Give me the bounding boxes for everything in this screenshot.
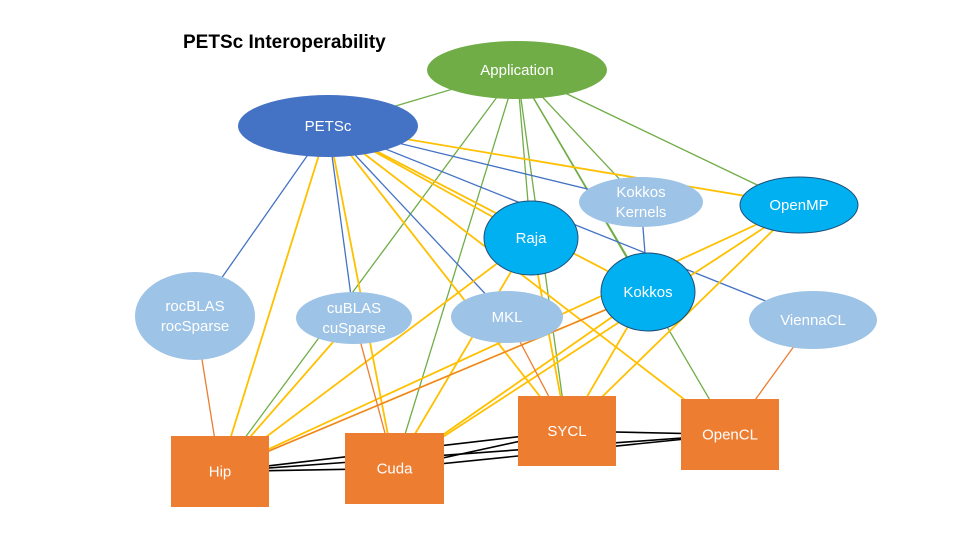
edge-hip-opencl [219,433,731,473]
node-kokkos-kernels-label: Kernels [616,204,667,221]
edge-petsc-mkl [327,125,508,318]
node-cublas-shape [296,292,412,344]
node-mkl: MKL [451,291,563,343]
node-openmp-label: OpenMP [769,197,828,214]
edge-petsc-hip [219,125,329,472]
node-application-label: Application [480,62,553,79]
node-petsc: PETSc [238,95,418,157]
node-opencl-shape [681,399,779,470]
node-raja: Raja [483,200,579,276]
edge-application-opencl [516,69,731,435]
node-opencl-label: OpenCL [702,427,758,444]
node-sycl-label: SYCL [547,423,586,440]
node-viennacl-shape [749,291,877,349]
diagram-title: PETSc Interoperability [183,32,386,53]
node-kokkos-label: Kokkos [623,284,672,301]
node-petsc-label: PETSc [305,118,352,135]
node-mkl-label: MKL [492,309,523,326]
edge-openmp-cuda [394,204,800,470]
node-viennacl: ViennaCL [749,291,877,349]
node-kokkos-shape [600,252,696,332]
edge-application-hip [219,69,518,472]
edge-petsc-cublas [327,125,355,319]
node-raja-label: Raja [516,230,548,247]
node-openmp: OpenMP [739,176,859,234]
node-sycl-shape [518,396,616,466]
node-raja-shape [483,200,579,276]
node-cuda: Cuda [345,433,444,504]
node-opencl: OpenCL [681,399,779,470]
node-application: Application [427,41,607,99]
node-kokkos: Kokkos [600,252,696,332]
edge-raja-hip [219,237,532,473]
node-cublas-label: cuSparse [322,320,385,337]
node-rocblas-label: rocBLAS [165,298,224,315]
node-rocblas-label: rocSparse [161,318,229,335]
node-hip-shape [171,436,269,507]
node-application-shape [427,41,607,99]
edge-petsc-kokkos [327,125,649,293]
node-cublas-label: cuBLAS [327,300,381,317]
node-hip: Hip [171,436,269,507]
edge-kokkos-hip [219,291,649,473]
edge-petsc-opencl [327,125,731,436]
node-sycl: SYCL [518,396,616,466]
node-kokkos-kernels-shape [579,177,703,227]
node-cuda-label: Cuda [377,461,414,478]
node-kokkos-kernels-label: Kokkos [616,184,665,201]
node-petsc-shape [238,95,418,157]
node-mkl-shape [451,291,563,343]
node-hip-label: Hip [209,464,232,481]
node-cuda-shape [345,433,444,504]
node-rocblas-shape [135,272,255,360]
node-openmp-shape [739,176,859,234]
edge-raja-cuda [393,237,532,469]
edge-petsc-sycl [327,125,568,432]
node-viennacl-label: ViennaCL [780,312,846,329]
node-rocblas: rocBLAS rocSparse [135,272,255,360]
edge-application-cuda [393,69,518,469]
node-cublas: cuBLAS cuSparse [296,292,412,344]
